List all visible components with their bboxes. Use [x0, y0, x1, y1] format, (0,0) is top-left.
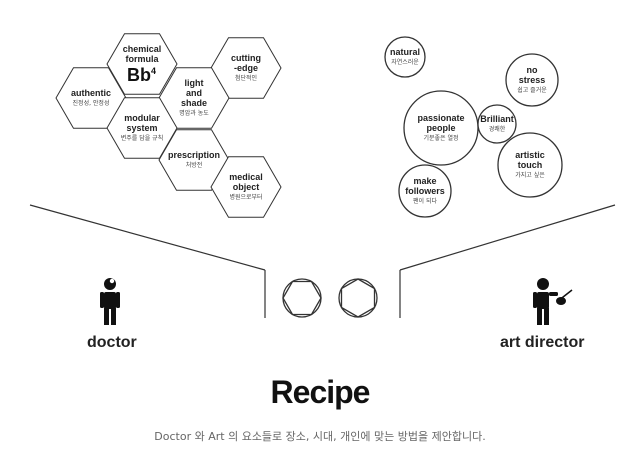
make-followers-korean-label: 팬이 되다	[413, 198, 437, 205]
cutting-edge-korean-label: 첨단적인	[234, 75, 258, 82]
circle-make-followers	[398, 164, 452, 218]
formula-superscript: 4	[151, 66, 157, 76]
circle-no-stress	[505, 53, 559, 107]
hexagon-in-circle-icon	[338, 278, 378, 318]
passionate-people-label: passionate people	[417, 113, 465, 133]
prescription-label: prescription	[167, 150, 220, 160]
artistic-touch-label: artistic touch	[515, 150, 545, 170]
no-stress-korean-label: 쉽고 즐거운	[517, 87, 547, 94]
make-followers-label: make followers	[405, 176, 445, 196]
natural-korean-label: 자연스러운	[391, 59, 419, 66]
brilliant-label: Brilliant	[480, 114, 514, 124]
funnel-right-slope	[399, 204, 616, 271]
artistic-touch-korean-label: 가지고 싶은	[515, 172, 545, 179]
page-title: Recipe	[270, 374, 371, 410]
light-and-shade-korean-label: 명암과 농도	[179, 110, 209, 117]
art-director-label: art director	[500, 334, 585, 351]
circle-artistic-touch	[497, 132, 563, 198]
passionate-people-korean-label: 기분좋은 열정	[423, 135, 459, 142]
circle-natural	[384, 36, 426, 78]
hexagon-chemical-formula	[106, 33, 178, 95]
authentic-korean-label: 진정성, 안정성	[72, 100, 110, 107]
no-stress-label: no stress	[518, 65, 546, 85]
chemical-formula-label: chemical formula	[122, 44, 162, 64]
prescription-korean-label: 처방전	[185, 162, 203, 169]
art-director-figure-icon	[533, 278, 573, 325]
medical-object-korean-label: 병원으로부터	[229, 194, 263, 201]
formula-text: Bb	[127, 65, 151, 85]
authentic-label: authentic	[70, 88, 111, 98]
hexagon-in-circle-icon	[282, 278, 322, 318]
brilliant-korean-label: 경쾌한	[488, 126, 506, 133]
chemical-formula-symbol: Bb4	[127, 65, 156, 86]
funnel-left-slope	[29, 204, 266, 271]
natural-label: natural	[389, 47, 420, 57]
cutting-edge-label: cutting -edge	[231, 53, 261, 73]
doctor-figure-icon	[100, 278, 120, 325]
doctor-label: doctor	[87, 334, 137, 351]
page-subtitle: Doctor 와 Art 의 요소들로 장소, 시대, 개인에 맞는 방법을 제…	[154, 430, 486, 443]
hexagon-prescription	[158, 129, 230, 191]
modular-system-label: modular system	[124, 113, 160, 133]
modular-system-korean-label: 변주를 담을 규칙	[120, 135, 164, 142]
circle-brilliant	[477, 104, 517, 144]
medical-object-label: medical object	[229, 172, 263, 192]
light-and-shade-label: light and shade	[180, 78, 207, 108]
hexagon-medical-object	[210, 156, 282, 218]
